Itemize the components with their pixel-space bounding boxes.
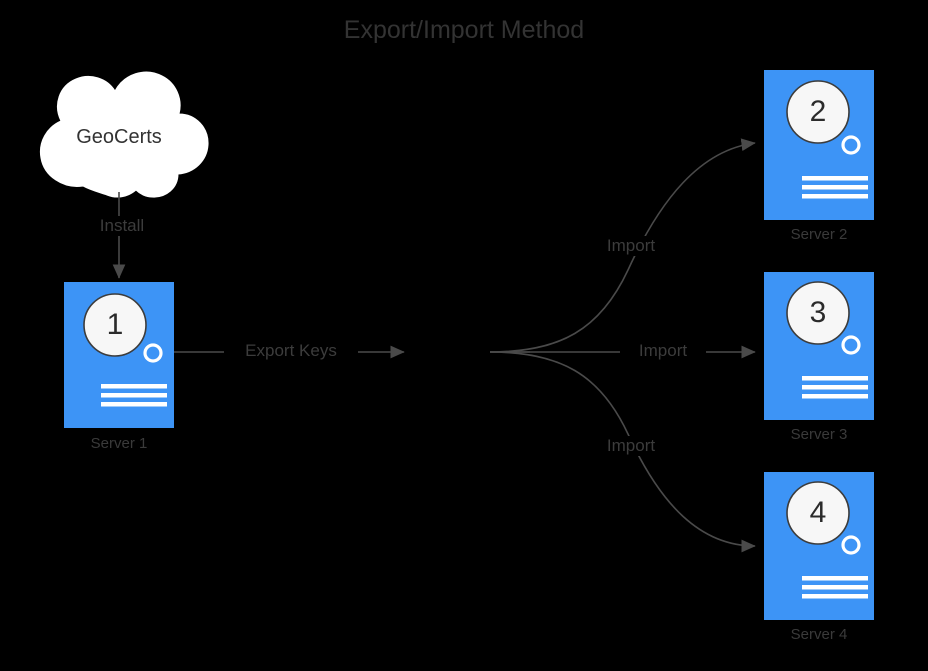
server-icon-2 — [764, 70, 874, 220]
server-icon-4 — [764, 472, 874, 620]
server-label-4: Server 4 — [790, 626, 848, 643]
server-number-1: 1 — [106, 308, 124, 341]
server-icon-1 — [64, 282, 174, 428]
server-number-3: 3 — [809, 296, 827, 329]
server-label-1: Server 1 — [90, 435, 148, 452]
edge-label-import-1: Import — [588, 236, 674, 256]
server-label-2: Server 2 — [790, 226, 848, 243]
edge-label-export-keys: Export Keys — [224, 341, 358, 361]
server-icon-3 — [764, 272, 874, 420]
page-title: Export/Import Method — [343, 16, 585, 44]
edge-label-install: Install — [84, 216, 160, 236]
cloud-label: GeoCerts — [76, 126, 162, 148]
server-label-3: Server 3 — [790, 426, 848, 443]
edge-label-import-3: Import — [588, 436, 674, 456]
edge-label-import-2: Import — [620, 341, 706, 361]
server-number-2: 2 — [809, 95, 827, 128]
server-number-4: 4 — [809, 496, 827, 529]
